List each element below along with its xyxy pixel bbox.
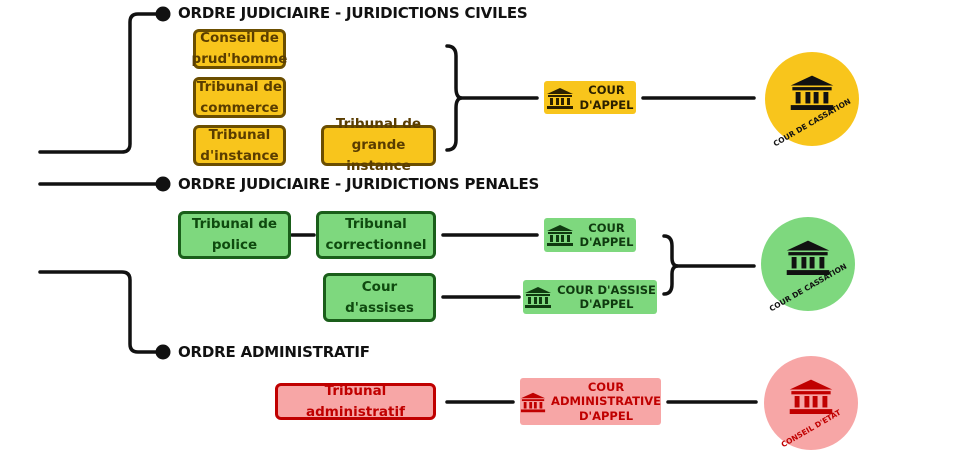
box-tribunal-administratif: Tribunal administratif xyxy=(275,383,436,420)
box-tribunal-instance-label: Tribunal d'instance xyxy=(200,126,279,164)
bracket-penal xyxy=(662,234,679,296)
box-tribunal-instance: Tribunal d'instance xyxy=(193,125,286,166)
appeal-civil: COUR D'APPEL xyxy=(544,81,636,114)
courthouse-icon xyxy=(790,75,834,110)
header-admin: ORDRE ADMINISTRATIF xyxy=(178,343,370,361)
court-conseil-etat: CONSEIL D'ETAT xyxy=(764,356,858,450)
node-penal xyxy=(155,176,171,192)
appeal-civil-label: COUR D'APPEL xyxy=(579,83,634,112)
branch-admin xyxy=(38,270,162,354)
box-tribunal-commerce-label: Tribunal de commerce xyxy=(196,78,283,116)
box-tribunal-grande-instance-label: Tribunal de grande instance xyxy=(335,116,422,174)
box-tribunal-police: Tribunal de police xyxy=(178,211,291,259)
header-penal: ORDRE JUDICIAIRE - JURIDICTIONS PENALES xyxy=(178,175,540,193)
node-admin xyxy=(155,344,171,360)
header-civil: ORDRE JUDICIAIRE - JURIDICTIONS CIVILES xyxy=(178,4,528,22)
box-cour-assises: Cour d'assises xyxy=(323,273,436,322)
court-cassation-civil: COUR DE CASSATION xyxy=(765,52,859,148)
courthouse-icon xyxy=(789,379,833,414)
appeal-assise: COUR D'ASSISE D'APPEL xyxy=(523,280,657,314)
box-conseil-prudhomme: Conseil de prud'homme xyxy=(191,29,288,69)
appeal-admin-label: COUR ADMINISTRATIVE D'APPEL xyxy=(551,379,661,423)
box-tribunal-administratif-label: Tribunal administratif xyxy=(306,382,405,420)
box-tribunal-correctionnel: Tribunal correctionnel xyxy=(316,211,436,259)
courthouse-icon xyxy=(547,225,574,246)
box-tribunal-correctionnel-label: Tribunal correctionnel xyxy=(325,216,427,253)
box-tribunal-commerce: Tribunal de commerce xyxy=(193,77,286,118)
bracket-civil xyxy=(445,44,463,152)
box-tribunal-police-label: Tribunal de police xyxy=(191,216,278,253)
appeal-admin: COUR ADMINISTRATIVE D'APPEL xyxy=(520,378,661,425)
appeal-assise-label: COUR D'ASSISE D'APPEL xyxy=(557,282,656,311)
branch-civil xyxy=(38,12,162,154)
courthouse-icon xyxy=(525,287,552,308)
appeal-penal-label: COUR D'APPEL xyxy=(579,220,634,249)
courthouse-icon xyxy=(547,87,574,109)
courthouse-icon xyxy=(786,240,830,275)
appeal-penal: COUR D'APPEL xyxy=(544,218,636,252)
court-cassation-penal: COUR DE CASSATION xyxy=(761,217,855,313)
box-tribunal-grande-instance: Tribunal de grande instance xyxy=(321,116,436,174)
box-cour-assises-label: Cour d'assises xyxy=(345,278,414,316)
box-conseil-prudhomme-label: Conseil de prud'homme xyxy=(191,30,288,67)
node-civil xyxy=(155,6,171,22)
courthouse-icon xyxy=(520,392,546,412)
